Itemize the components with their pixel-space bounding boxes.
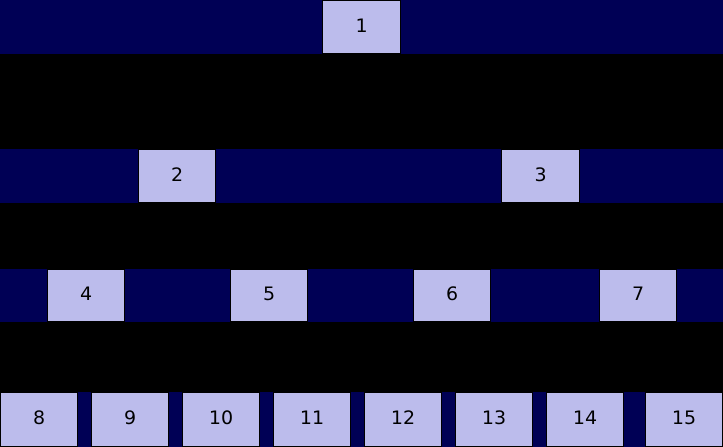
node-box-15[interactable]: 15: [645, 392, 723, 447]
node-box-13[interactable]: 13: [455, 392, 533, 447]
node-label: 1: [355, 14, 368, 37]
node-label: 5: [262, 283, 276, 305]
node-box-3[interactable]: 3: [501, 149, 580, 203]
node-box-1[interactable]: 1: [322, 0, 401, 54]
node-label: 12: [390, 407, 416, 429]
node-box-9[interactable]: 9: [91, 392, 169, 447]
node-label: 4: [79, 283, 93, 305]
node-label: 13: [481, 407, 507, 429]
node-box-7[interactable]: 7: [599, 269, 677, 322]
node-label: 15: [671, 407, 697, 429]
node-label: 8: [32, 407, 46, 429]
node-label: 11: [299, 407, 325, 429]
node-label: 2: [170, 163, 184, 186]
node-label: 3: [534, 163, 547, 186]
node-box-11[interactable]: 11: [273, 392, 351, 447]
node-label: 6: [445, 283, 459, 305]
node-box-4[interactable]: 4: [47, 269, 125, 322]
node-label: 10: [208, 407, 234, 429]
node-label: 14: [572, 407, 598, 429]
node-box-2[interactable]: 2: [138, 149, 216, 203]
node-label: 9: [123, 407, 137, 429]
level-band-1: [0, 149, 723, 203]
node-label: 7: [631, 283, 645, 305]
node-box-5[interactable]: 5: [230, 269, 308, 322]
node-box-12[interactable]: 12: [364, 392, 442, 447]
node-box-14[interactable]: 14: [546, 392, 624, 447]
node-box-6[interactable]: 6: [413, 269, 491, 322]
node-box-10[interactable]: 10: [182, 392, 260, 447]
node-box-8[interactable]: 8: [0, 392, 78, 447]
